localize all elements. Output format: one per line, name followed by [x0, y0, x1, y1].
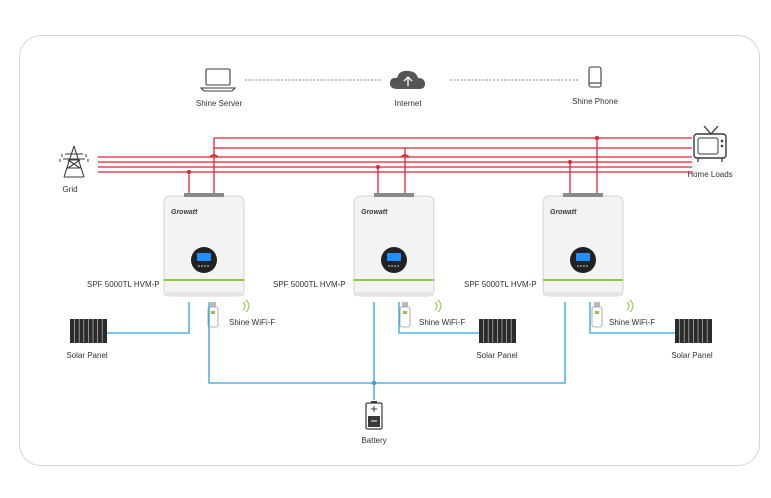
wifi-dongle-3 — [591, 299, 634, 328]
shine-phone-icon — [588, 66, 602, 88]
wifi-3-label: Shine WiFi-F — [609, 318, 655, 327]
inverter-1: Growatt — [163, 193, 245, 297]
solar-2-label: Solar Panel — [476, 351, 518, 360]
solar-1-label: Solar Panel — [66, 351, 108, 360]
grid-label: Grid — [62, 185, 77, 194]
inverter-1-model-label: SPF 5000TL HVM-P — [87, 280, 160, 289]
inverter-2: Growatt — [353, 193, 435, 297]
wifi-dongle-1 — [207, 299, 250, 328]
wifi-2-label: Shine WiFi-F — [419, 318, 465, 327]
battery-label: Battery — [361, 436, 386, 445]
brand-logo: Growatt — [361, 209, 388, 216]
dc-lines — [107, 302, 675, 400]
inverter-3-model-label: SPF 5000TL HVM-P — [464, 280, 537, 289]
shine-server-icon — [199, 68, 237, 92]
brand-logo: Growatt — [550, 209, 577, 216]
grid-tower-icon — [59, 145, 89, 178]
internet-label: Internet — [394, 99, 422, 108]
home-loads-label: Home Loads — [687, 170, 732, 179]
battery-icon — [365, 401, 383, 430]
wifi-dongle-2 — [399, 299, 442, 328]
solar-panel-icon-3 — [675, 319, 712, 343]
solar-panel-icon-1 — [70, 319, 107, 343]
shine-phone-label: Shine Phone — [572, 97, 618, 106]
solar-panel-icon-2 — [479, 319, 516, 343]
cloud-upload-icon — [389, 70, 425, 89]
tv-icon — [693, 125, 727, 162]
inverter-2-model-label: SPF 5000TL HVM-P — [273, 280, 346, 289]
solar-3-label: Solar Panel — [671, 351, 713, 360]
inverter-3: Growatt — [542, 193, 624, 297]
wifi-1-label: Shine WiFi-F — [229, 318, 275, 327]
brand-logo: Growatt — [171, 209, 198, 216]
shine-server-label: Shine Server — [196, 99, 243, 108]
ac-bus-lines — [98, 136, 692, 199]
